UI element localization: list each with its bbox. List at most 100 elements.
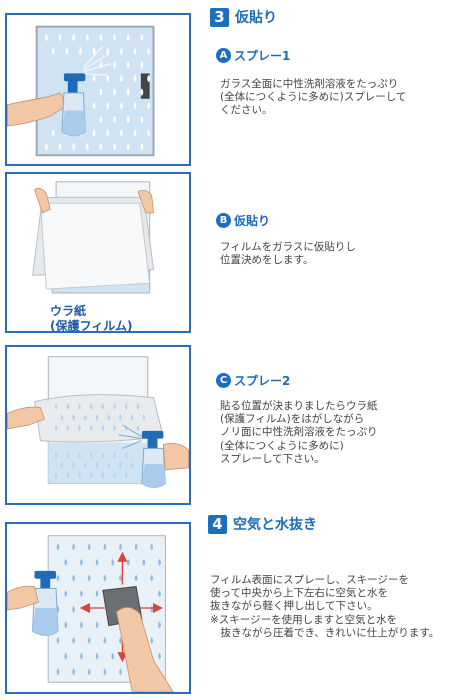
text-line: (全体につくように多めに) xyxy=(220,439,344,452)
water-drop xyxy=(80,621,83,629)
water-drop xyxy=(99,33,103,42)
water-drop xyxy=(78,471,81,479)
text-line: 抜きながら圧着でき、きれいに仕上がります。 xyxy=(210,626,440,639)
water-drop xyxy=(72,574,75,582)
step-letter-b: B xyxy=(216,213,231,228)
water-drop xyxy=(95,621,99,629)
section-3-header: 3 仮貼り xyxy=(210,7,277,27)
spray-glass-illustration xyxy=(7,25,155,157)
film-placement-illustration xyxy=(32,181,155,294)
step-b-description: フィルムをガラスに仮貼りし 位置決めをします。 xyxy=(220,241,356,267)
step-letter-a: A xyxy=(216,48,231,63)
water-drop xyxy=(78,403,81,410)
water-drop xyxy=(80,652,83,660)
water-drop xyxy=(113,142,117,151)
water-drop xyxy=(119,47,123,55)
water-drop xyxy=(133,74,137,83)
text-line: 位置決めをします。 xyxy=(220,254,314,267)
water-drop xyxy=(133,47,137,55)
water-drop xyxy=(142,558,146,566)
water-drop xyxy=(78,452,81,459)
water-drop xyxy=(103,543,107,551)
water-drop xyxy=(147,47,151,55)
water-drop xyxy=(150,636,154,644)
section-number: 3 xyxy=(210,7,229,27)
text-line: (保護フィルム)をはがしながら xyxy=(220,413,365,426)
water-drop xyxy=(147,101,151,110)
water-drop xyxy=(80,589,83,598)
section-4-header: 4 空気と水抜き xyxy=(208,514,317,534)
water-drop xyxy=(54,424,58,432)
water-drop xyxy=(87,636,91,644)
water-drop xyxy=(119,129,123,137)
water-drop xyxy=(89,403,93,410)
water-drop xyxy=(101,471,105,479)
step-a-description: ガラス全面に中性洗剤溶液をたっぷり (全体につくように多めに)スプレーして くだ… xyxy=(220,78,406,118)
section-title: 空気と水抜き xyxy=(233,517,317,533)
water-drop xyxy=(95,461,99,469)
water-drop xyxy=(150,543,154,551)
water-drop xyxy=(44,142,48,151)
water-drop xyxy=(126,60,130,69)
water-drop xyxy=(84,414,87,421)
water-drop xyxy=(95,414,99,421)
water-drop xyxy=(101,452,105,459)
water-drop xyxy=(89,424,93,432)
water-drop xyxy=(85,33,89,42)
text-line: 抜きながら軽く押し出して下さい。 xyxy=(210,600,378,613)
water-drop xyxy=(134,543,138,551)
illustration-spray-1 xyxy=(5,13,191,166)
water-drop xyxy=(119,636,122,644)
water-drop xyxy=(158,558,161,566)
water-drop xyxy=(92,47,96,55)
water-drop xyxy=(84,461,87,469)
water-drop xyxy=(125,471,128,479)
water-drop xyxy=(95,652,99,660)
water-drop xyxy=(54,452,58,459)
text-line: ※スキージーを使用しますと空気と水を xyxy=(210,613,398,626)
water-drop xyxy=(106,129,110,137)
water-drop xyxy=(136,403,140,410)
water-drop xyxy=(126,33,130,42)
water-drop xyxy=(58,142,62,151)
water-drop xyxy=(92,101,96,110)
illustration-temporary-placement xyxy=(5,172,191,333)
water-drop xyxy=(60,461,64,469)
water-drop xyxy=(60,414,64,421)
water-drop xyxy=(64,621,68,629)
water-drop xyxy=(64,652,68,660)
water-drop xyxy=(103,636,107,644)
water-drop xyxy=(92,74,96,83)
water-drop xyxy=(72,142,76,151)
water-drop xyxy=(66,403,70,410)
water-drop xyxy=(103,668,107,676)
water-drop xyxy=(113,88,117,96)
water-drop xyxy=(111,558,115,566)
water-drop xyxy=(119,461,122,469)
water-drop xyxy=(119,101,123,110)
section-number: 4 xyxy=(208,514,227,534)
text-line: (全体につくように多めに)スプレーして xyxy=(220,91,407,104)
water-drop xyxy=(106,101,110,110)
section-4-description: フィルム表面にスプレーし、スキージーを 使って中央から上下左右に空気と水を 抜き… xyxy=(210,574,439,640)
water-drop xyxy=(79,47,82,55)
water-drop xyxy=(126,115,130,124)
water-drop xyxy=(113,115,117,124)
water-drop xyxy=(72,543,75,551)
squeegee-illustration xyxy=(7,535,174,692)
step-c-header: C スプレー2 xyxy=(216,372,290,389)
water-drop xyxy=(140,33,144,42)
water-drop xyxy=(130,461,134,469)
water-drop xyxy=(44,33,48,42)
water-drop xyxy=(78,424,81,432)
water-drop xyxy=(72,461,75,469)
step-c-description: 貼る位置が決まりましたらウラ紙 (保護フィルム)をはがしながら ノリ面に中性洗剤… xyxy=(220,400,378,466)
water-drop xyxy=(101,403,105,410)
text-line: ノリ面に中性洗剤溶液をたっぷり xyxy=(220,426,378,439)
label-line: ウラ紙 xyxy=(50,304,87,318)
water-drop xyxy=(126,558,130,566)
water-drop xyxy=(107,461,110,469)
water-drop xyxy=(89,471,93,479)
water-drop xyxy=(80,558,83,566)
step-b-header: B 仮貼り xyxy=(216,212,270,229)
